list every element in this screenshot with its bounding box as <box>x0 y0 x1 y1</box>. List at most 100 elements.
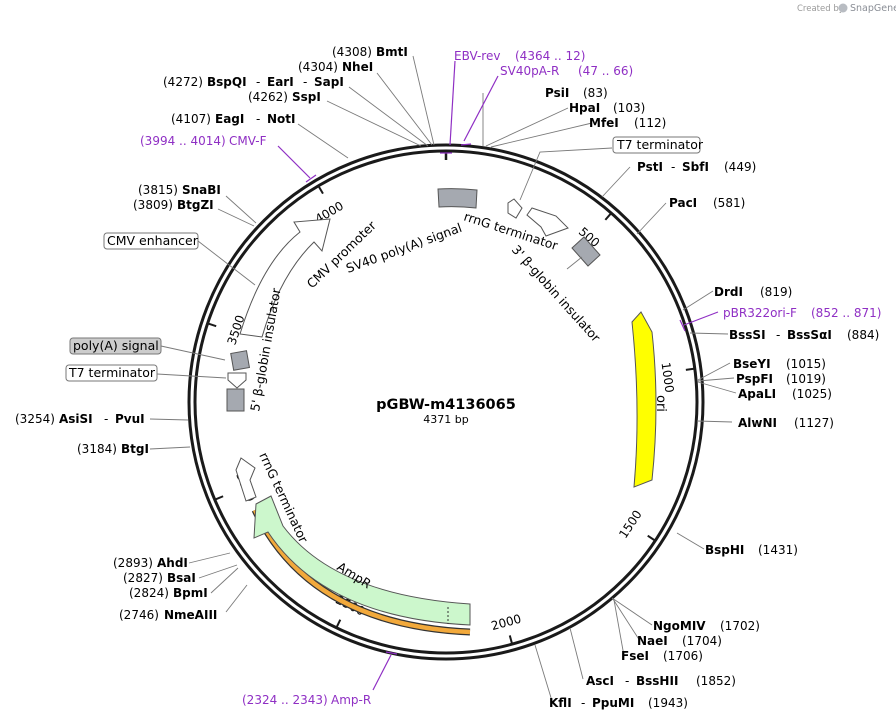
beta-globin-right-feature[interactable] <box>571 236 601 267</box>
enzyme-pos: (4308) <box>332 45 372 59</box>
enzyme-sep: - <box>625 674 629 688</box>
enzyme-name: PspFI <box>736 372 773 386</box>
enzyme-name: DrdI <box>714 285 743 299</box>
enzyme-name: SspI <box>292 90 321 104</box>
tick-mark <box>318 186 324 195</box>
enzyme-pos: (3815) <box>138 183 178 197</box>
enzyme-pos: (884) <box>847 328 879 342</box>
enzyme-name: MfeI <box>589 116 619 130</box>
enzyme-name: EagI <box>215 112 244 126</box>
cmv-enhancer-feature[interactable] <box>239 218 331 338</box>
tick-mark <box>647 534 655 541</box>
backbone-outer <box>187 143 705 661</box>
ori-feature[interactable] <box>631 311 657 488</box>
enzyme-name: BpmI <box>173 586 208 600</box>
enzyme-name: SbfI <box>682 160 709 174</box>
tick-label: 1000 <box>659 361 677 393</box>
enzyme-name: HpaI <box>569 101 600 115</box>
enzyme-name: PvuI <box>115 412 145 426</box>
rrng-terminator-top-feature[interactable] <box>507 198 523 219</box>
t7-terminator-left-text: T7 terminator <box>68 365 156 380</box>
t7-terminator-left-box <box>65 364 158 382</box>
enzyme-sep: - <box>303 75 307 89</box>
enzyme-name: SapI <box>314 75 344 89</box>
primer-range: (852 .. 871) <box>811 306 881 320</box>
enzyme-labels: (4308) BmtI (4304) NheI (4272) BspQI - E… <box>15 45 879 710</box>
primer-name: pBR322ori-F <box>723 306 797 320</box>
enzyme-name: BsaI <box>167 571 196 585</box>
enzyme-pos: (1127) <box>794 416 834 430</box>
t7-terminator-left-feature[interactable] <box>227 372 247 389</box>
enzyme-name: BtgI <box>121 442 149 456</box>
enzyme-pos: (3184) <box>77 442 117 456</box>
enzyme-name: PsiI <box>545 86 569 100</box>
enzyme-pos: (449) <box>724 160 756 174</box>
enzyme-pos: (1852) <box>696 674 736 688</box>
tick-mark <box>685 367 694 371</box>
tick-mark <box>335 619 342 628</box>
enzyme-name: BseYI <box>733 357 771 371</box>
enzyme-sep: - <box>671 160 675 174</box>
primer-name: SV40pA-R <box>500 64 559 78</box>
enzyme-name: BmtI <box>376 45 408 59</box>
enzyme-pos: (1015) <box>786 357 826 371</box>
primer-name: Amp-R <box>331 693 371 707</box>
enzyme-name: NgoMIV <box>653 619 706 633</box>
enzyme-pos: (103) <box>613 101 645 115</box>
enzyme-name: BssSαI <box>787 328 832 342</box>
ampr-promoter-feature[interactable] <box>252 509 471 635</box>
enzyme-sep: - <box>104 412 108 426</box>
enzyme-name: FseI <box>621 649 649 663</box>
enzyme-sep: - <box>256 75 260 89</box>
enzyme-name: BssSI <box>729 328 766 342</box>
polya-signal-box <box>69 337 162 355</box>
enzyme-name: BspQI <box>207 75 247 89</box>
enzyme-name: AsiSI <box>59 412 93 426</box>
beta-globin-left-feature[interactable] <box>226 388 245 412</box>
tick-label: 2000 <box>490 612 523 634</box>
watermark-brand: SnapGene <box>850 3 896 14</box>
rrng-terminator-left-feature[interactable] <box>235 457 257 502</box>
watermark-prefix: Created by <box>797 4 844 14</box>
enzyme-pos: (2827) <box>123 571 163 585</box>
enzyme-pos: (4107) <box>171 112 211 126</box>
polya-signal-text: poly(A) signal <box>73 338 159 353</box>
enzyme-name: PacI <box>669 196 697 210</box>
enzyme-pos: (1706) <box>663 649 703 663</box>
cmv-enhancer-text: CMV enhancer <box>107 233 199 248</box>
enzyme-pos: (4272) <box>163 75 203 89</box>
enzyme-pos: (1019) <box>786 372 826 386</box>
enzyme-pos: (581) <box>713 196 745 210</box>
primer-leaders <box>277 60 719 691</box>
enzyme-name: NmeAIII <box>164 608 217 622</box>
enzyme-pos: (2746) <box>119 608 159 622</box>
primer-range: (47 .. 66) <box>578 64 633 78</box>
ori-label: ori <box>653 395 668 412</box>
t7-terminator-top-feature[interactable] <box>526 207 569 237</box>
enzyme-sep: - <box>581 696 585 710</box>
tick-mark <box>208 322 217 328</box>
enzyme-name: PpuMI <box>592 696 634 710</box>
enzyme-pos: (4262) <box>248 90 288 104</box>
primer-name: EBV-rev <box>454 49 500 63</box>
enzyme-pos: (4304) <box>298 60 338 74</box>
tick-mark <box>508 635 513 644</box>
enzyme-name: NheI <box>342 60 373 74</box>
enzyme-name: PstI <box>637 160 663 174</box>
enzyme-name: AhdI <box>157 556 188 570</box>
sv40-polya-feature[interactable] <box>437 188 478 209</box>
primer-range: (2324 .. 2343) <box>242 693 328 707</box>
enzyme-pos: (2824) <box>129 586 169 600</box>
enzyme-name: SnaBI <box>182 183 221 197</box>
enzyme-sep: - <box>256 112 260 126</box>
snapgene-logo-icon <box>838 3 848 13</box>
polya-signal-feature[interactable] <box>230 350 251 371</box>
enzyme-name: KflI <box>549 696 572 710</box>
primer-range: (3994 .. 4014) <box>140 134 226 148</box>
t7-terminator-top-text: T7 terminator <box>616 137 704 152</box>
enzyme-pos: (1431) <box>758 543 798 557</box>
backbone-inner <box>193 149 699 655</box>
enzyme-name: ApaLI <box>738 387 776 401</box>
